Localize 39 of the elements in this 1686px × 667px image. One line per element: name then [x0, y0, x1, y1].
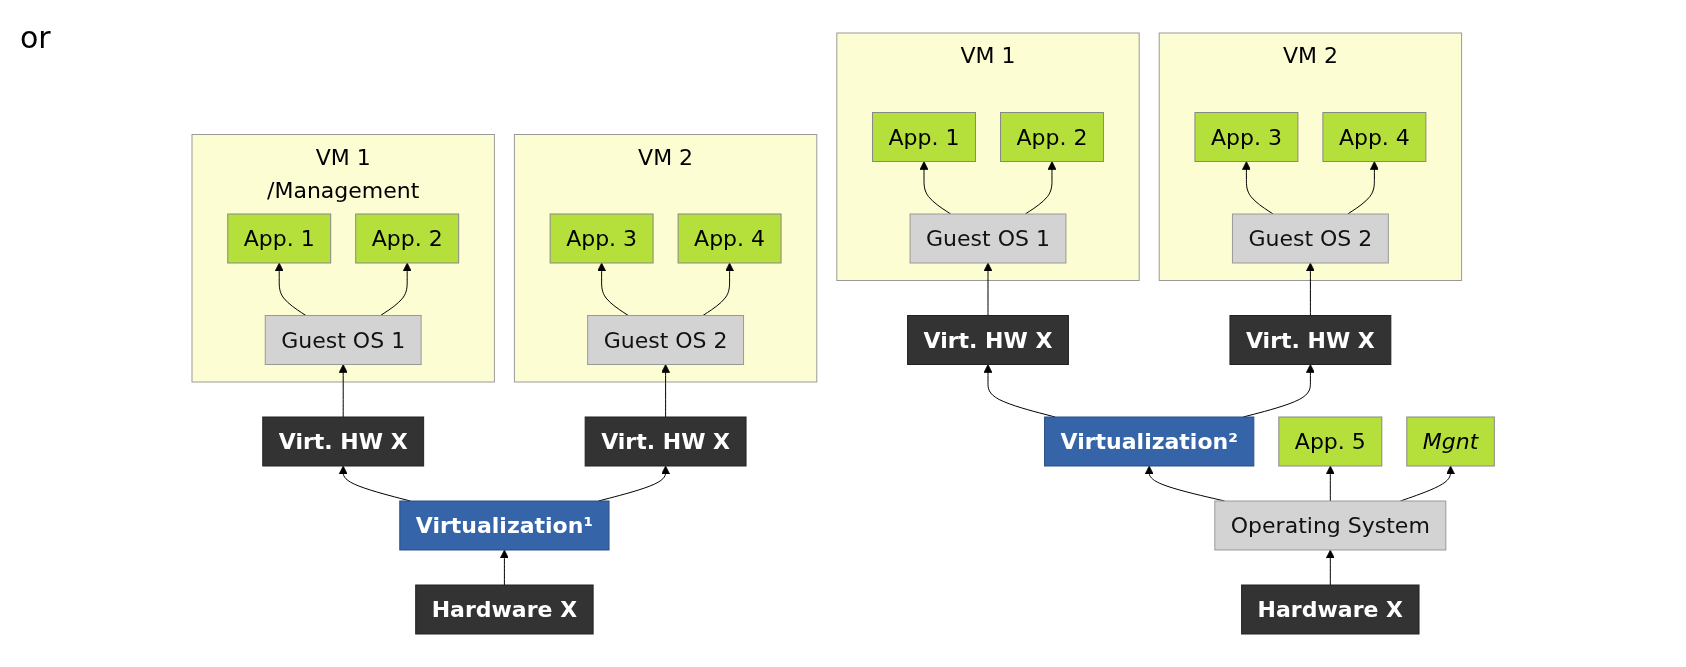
arrow — [499, 549, 509, 586]
arrow — [1241, 161, 1274, 215]
node-box: App. 2 — [355, 213, 459, 264]
arrow — [1325, 465, 1335, 502]
node-box: App. 1 — [871, 112, 976, 162]
node-box: Virt. HW X — [262, 416, 424, 467]
node-box: App. 4 — [677, 213, 782, 264]
arrow — [597, 262, 629, 316]
arrow — [338, 364, 348, 418]
arrow — [661, 364, 670, 418]
arrow — [1347, 161, 1379, 215]
note-text: or — [20, 20, 51, 55]
node-box: Guest OS 2 — [587, 315, 744, 365]
arrow — [983, 262, 993, 316]
node-box: App. 2 — [999, 112, 1104, 162]
node-box: Mgnt — [1406, 416, 1495, 467]
node-box: App. 4 — [1322, 112, 1427, 162]
node-box: Hardware X — [1240, 584, 1420, 635]
node-box: Guest OS 1 — [264, 315, 422, 365]
node-box: Virtualization² — [1043, 416, 1255, 467]
arrow — [919, 161, 951, 215]
arrow — [702, 262, 734, 316]
node-box: App. 1 — [227, 213, 332, 264]
node-box: Virt. HW X — [584, 416, 747, 467]
arrow — [1325, 549, 1335, 586]
arrow — [1024, 161, 1057, 215]
node-box: Virtualization¹ — [399, 500, 610, 551]
node-box: Virt. HW X — [1229, 315, 1392, 365]
arrow — [379, 262, 412, 316]
node-box: Hardware X — [415, 584, 594, 635]
arrow — [274, 262, 307, 316]
node-box: Guest OS 2 — [1231, 213, 1389, 264]
node-box: Operating System — [1214, 500, 1447, 551]
node-box: App. 3 — [1194, 112, 1299, 162]
node-box: Guest OS 1 — [909, 213, 1067, 264]
node-box: App. 5 — [1278, 416, 1383, 467]
node-box: Virt. HW X — [906, 315, 1069, 365]
arrow — [1305, 262, 1315, 316]
node-box: App. 3 — [549, 213, 654, 264]
